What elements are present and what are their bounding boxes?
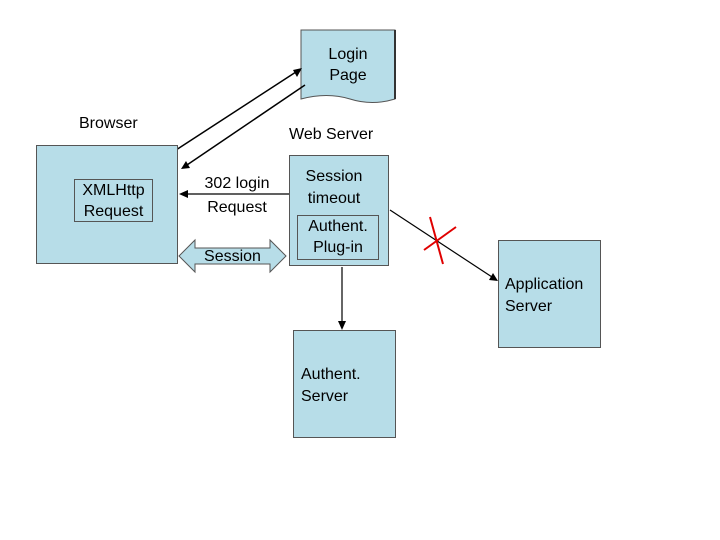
authent-server-line1: Authent. bbox=[301, 366, 361, 383]
xmlhttp-line2: Request bbox=[83, 203, 144, 220]
session-timeout-line1: Session bbox=[305, 168, 363, 185]
authent-plugin-line1: Authent. bbox=[308, 218, 368, 235]
arrow-webserver-to-appserver bbox=[389, 209, 493, 278]
arrow-browser-to-login bbox=[175, 69, 300, 151]
authent-server-line2: Server bbox=[301, 388, 349, 405]
session-label: Session bbox=[204, 248, 261, 265]
login-page-line2: Page bbox=[329, 67, 367, 84]
session-block-arrow bbox=[178, 238, 287, 274]
application-server-line1: Application bbox=[505, 276, 584, 293]
authent-plugin-line2: Plug-in bbox=[313, 239, 363, 256]
arrowhead-302 bbox=[179, 190, 188, 198]
arrowhead-appserver bbox=[489, 273, 498, 281]
xmlhttp-line1: XMLHttp bbox=[82, 182, 145, 199]
blocked-mark-stroke-2 bbox=[423, 226, 457, 251]
application-server-box bbox=[498, 240, 601, 348]
arrow-login-to-browser bbox=[183, 84, 306, 168]
login-page-shape bbox=[300, 29, 396, 103]
arrowhead-login bbox=[293, 68, 302, 77]
session-timeout-line2: timeout bbox=[307, 190, 361, 207]
xmlhttp-request-box: XMLHttp Request bbox=[74, 179, 153, 222]
redirect-label-line2: Request bbox=[207, 199, 267, 216]
redirect-label-line1: 302 login bbox=[204, 175, 270, 192]
web-server-title: Web Server bbox=[289, 126, 374, 143]
login-page-line1: Login bbox=[328, 46, 368, 63]
browser-title: Browser bbox=[79, 115, 138, 132]
arrowhead-browser bbox=[181, 161, 190, 169]
arrowhead-authent bbox=[338, 321, 346, 330]
application-server-line2: Server bbox=[505, 298, 553, 315]
authent-plugin-box: Authent. Plug-in bbox=[297, 215, 379, 260]
authent-server-box bbox=[293, 330, 396, 438]
